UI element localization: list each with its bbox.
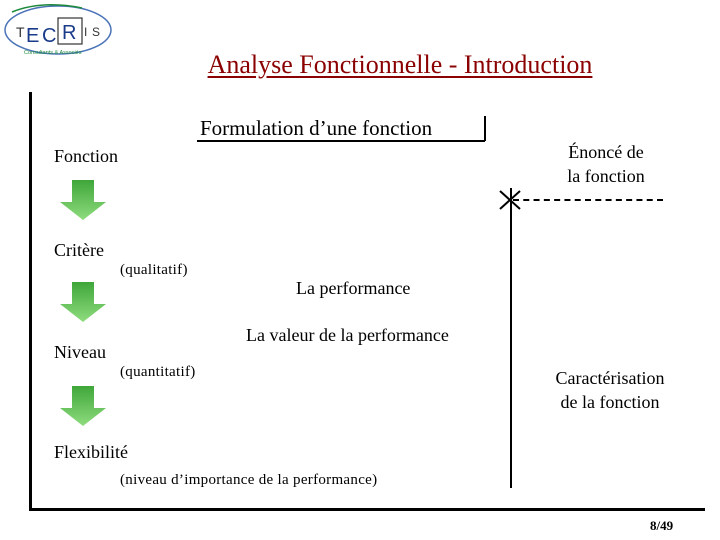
enonce-line-1: Énoncé de [568, 142, 644, 162]
cross-marker-icon [498, 189, 522, 211]
page-number: 8/49 [650, 518, 674, 533]
down-arrow-icon [58, 386, 108, 428]
step-critere-label: Critère [54, 240, 104, 260]
logo-letter-t: T [16, 24, 25, 40]
performance-label: La performance [296, 278, 411, 298]
heading-underline [197, 140, 485, 142]
page-title: Analyse Fonctionnelle - Introduction [207, 50, 593, 79]
dashed-connector-line [513, 199, 663, 203]
frame-left-border [29, 92, 32, 510]
vertical-divider-line [510, 188, 512, 488]
caracterisation-line-1: Caractérisation [555, 368, 665, 388]
logo-letter-i: I [84, 25, 87, 39]
logo-subtitle: Consultants & Associés [24, 50, 82, 56]
step-niveau-note: (quantitatif) [120, 364, 196, 380]
step-niveau-label: Niveau [54, 342, 106, 362]
frame-bottom-border [29, 508, 705, 511]
step-flexibilite-label: Flexibilité [54, 442, 128, 462]
enonce-line-2: la fonction [567, 166, 645, 186]
step-flexibilite-note: (niveau d’importance de la performance) [120, 472, 378, 488]
step-fonction-label: Fonction [54, 146, 119, 166]
enonce-label: Énoncé de la fonction [556, 140, 656, 188]
down-arrow-icon [58, 282, 108, 324]
logo-letter-r: R [62, 22, 76, 44]
diagram-heading: Formulation d’une fonction [200, 116, 433, 140]
down-arrow-icon [58, 180, 108, 222]
logo-letter-s: S [92, 25, 100, 39]
step-critere-note: (qualitatif) [120, 262, 188, 278]
logo-letter-e: E [26, 25, 39, 47]
performance-value-label: La valeur de la performance [246, 325, 449, 345]
heading-side-line [484, 116, 486, 141]
logo-letter-c: C [42, 25, 56, 47]
caracterisation-label: Caractérisation de la fonction [540, 366, 680, 414]
caracterisation-line-2: de la fonction [560, 392, 660, 412]
tecris-logo: T E C R I S Consultants & Associés [2, 2, 114, 60]
